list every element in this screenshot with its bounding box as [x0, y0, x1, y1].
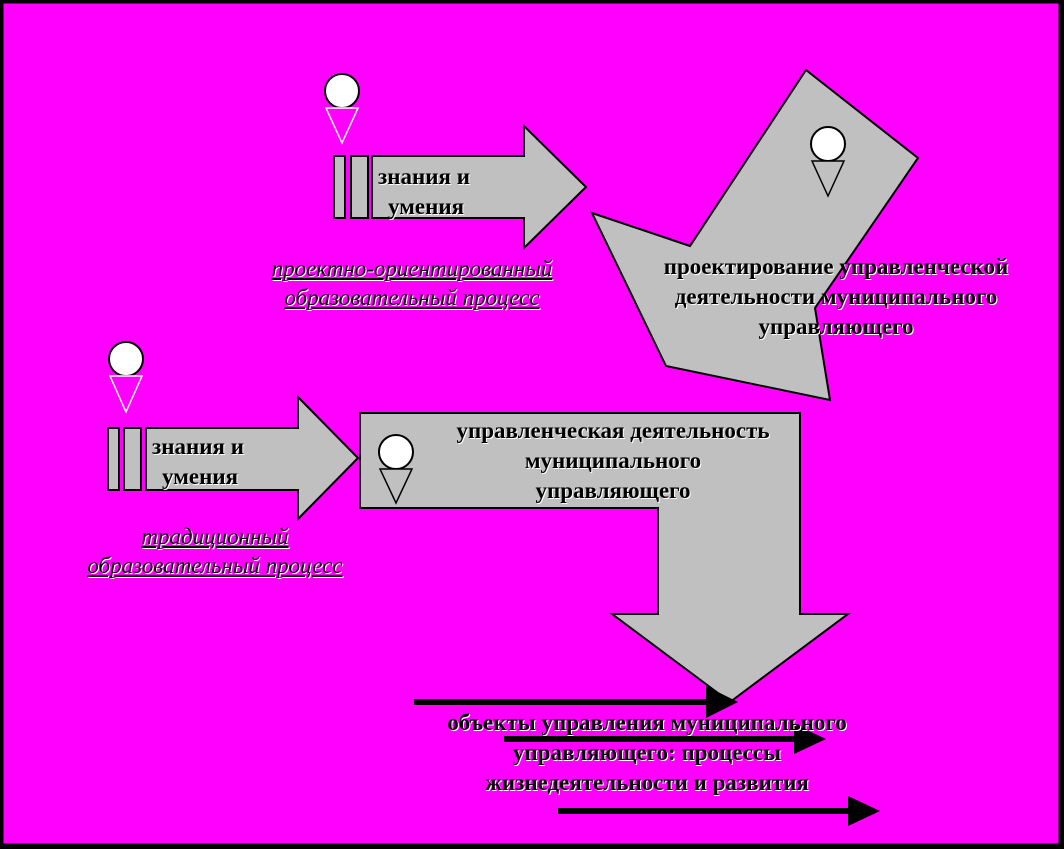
bottom-bar-right — [123, 427, 142, 491]
top-knowledge-label: знания и умения — [378, 162, 470, 222]
bottom-knowledge-line-1: знания и — [152, 434, 244, 459]
bottom-process-line-1: традиционный — [141, 524, 289, 549]
bottom-process-label: традиционный образовательный процесс — [50, 522, 380, 580]
person-marker-icon — [378, 434, 414, 505]
top-process-line-2: образовательный процесс — [284, 285, 540, 310]
person-marker-icon — [108, 341, 144, 414]
process-arrow-3 — [558, 796, 880, 826]
top-bar-left — [333, 155, 346, 219]
design-arrow-label: проектирование управленческой деятельнос… — [620, 252, 1052, 342]
bottom-knowledge-line-2: умения — [162, 464, 239, 489]
design-line-3: управляющего — [758, 314, 914, 339]
top-bar-right — [350, 155, 369, 219]
objects-line-3: жизнедеятельности и развития — [485, 770, 809, 795]
top-knowledge-line-1: знания и — [378, 164, 470, 189]
bottom-knowledge-label: знания и умения — [152, 432, 244, 492]
objects-line-2: управляющего: процессы — [512, 740, 782, 765]
activity-arrow-label: управленческая деятельность муниципально… — [418, 416, 808, 506]
bottom-process-line-2: образовательный процесс — [87, 553, 343, 578]
design-line-2: деятельности муниципального — [674, 284, 998, 309]
top-process-label: проектно-ориентированный образовательный… — [234, 254, 590, 312]
design-line-1: проектирование управленческой — [663, 254, 1009, 279]
top-process-line-1: проектно-ориентированный — [271, 256, 553, 281]
activity-line-2: муниципального — [524, 448, 702, 473]
objects-label: объекты управления муниципального управл… — [392, 708, 902, 798]
person-marker-icon — [810, 126, 846, 198]
activity-line-3: управляющего — [535, 478, 691, 503]
person-marker-icon — [324, 73, 360, 145]
objects-line-1: объекты управления муниципального — [447, 710, 847, 735]
top-knowledge-line-2: умения — [388, 194, 465, 219]
process-arrow-1 — [414, 686, 738, 718]
top-knowledge-arrow — [371, 123, 588, 251]
activity-line-1: управленческая деятельность — [456, 418, 770, 443]
activity-arrow-shape — [359, 412, 852, 704]
bottom-knowledge-arrow — [145, 394, 360, 522]
process-arrow-2 — [504, 724, 826, 754]
bottom-bar-left — [107, 427, 120, 491]
